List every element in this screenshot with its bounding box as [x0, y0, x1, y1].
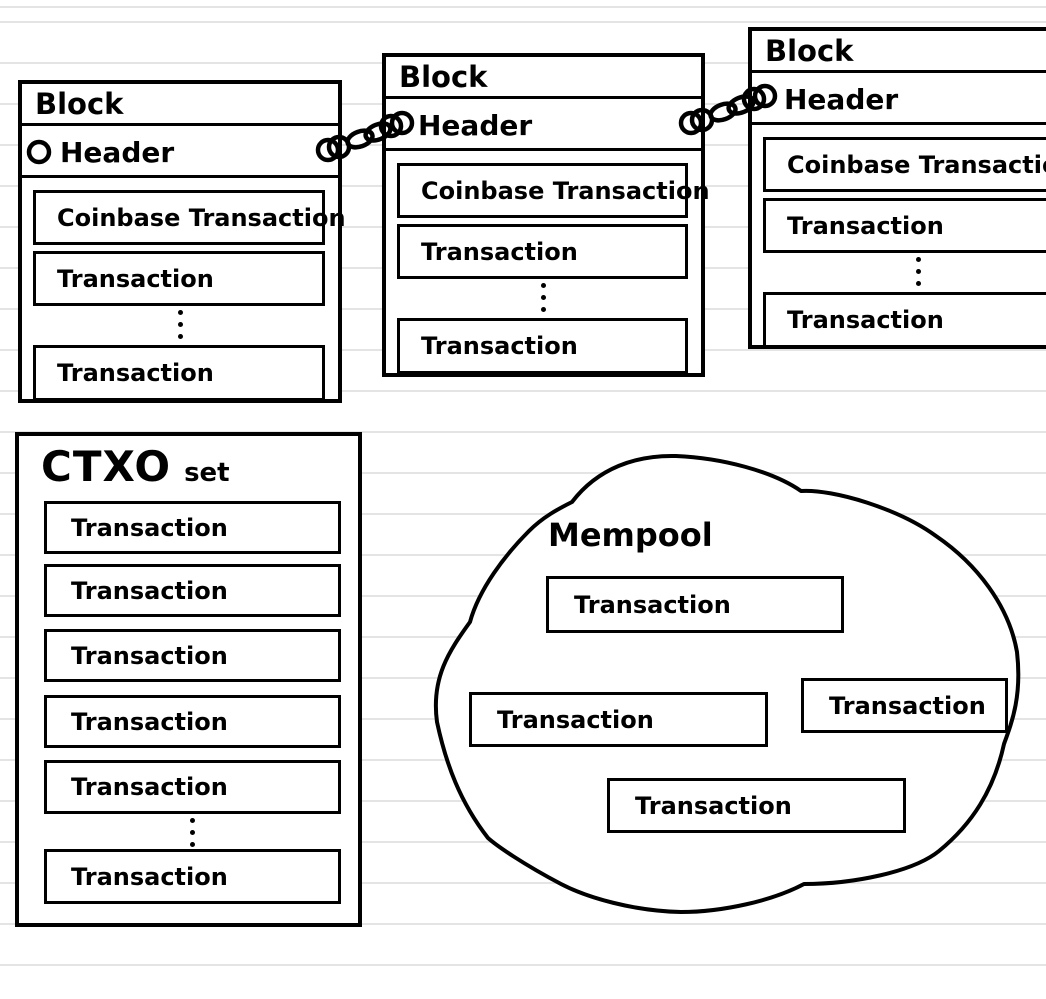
transaction-box: Transaction [397, 318, 688, 374]
transaction-box: Transaction [763, 198, 1046, 253]
coinbase-transaction-box: Coinbase Transaction [397, 163, 710, 218]
vertical-ellipsis-icon [44, 818, 341, 847]
transaction-box: Transaction [33, 345, 325, 401]
ctxo-set-title-suffix: set [184, 458, 230, 488]
vertical-ellipsis-icon [386, 283, 701, 312]
block-2: Block Header Coinbase Transaction Transa… [382, 53, 710, 377]
transaction-box: Transaction [44, 501, 341, 554]
ctxo-set-title: CTXO set [41, 442, 230, 491]
transaction-box: Transaction [44, 849, 341, 904]
transaction-box: Transaction [44, 629, 341, 682]
block-1: Block Header Coinbase Transaction Transa… [18, 80, 346, 403]
transaction-box: Transaction [397, 224, 688, 279]
vertical-ellipsis-icon [22, 310, 338, 339]
block-header: Header [386, 102, 701, 151]
block-title: Block [386, 57, 701, 99]
block-header: Header [752, 76, 1046, 125]
mempool-transaction-box: Transaction [469, 692, 768, 747]
block-3: Block Header Coinbase Transaction Transa… [748, 27, 1046, 349]
mempool-transaction-box: Transaction [801, 678, 1008, 733]
transaction-box: Transaction [44, 564, 341, 617]
ctxo-set-title-main: CTXO [41, 442, 172, 491]
transaction-box: Transaction [44, 695, 341, 748]
transaction-box: Transaction [763, 292, 1046, 348]
mempool-transaction-box: Transaction [546, 576, 844, 633]
coinbase-transaction-box: Coinbase Transaction [33, 190, 346, 245]
block-title: Block [752, 31, 1046, 73]
block-header: Header [22, 129, 338, 178]
block-title: Block [22, 84, 338, 126]
vertical-ellipsis-icon [752, 257, 1046, 286]
coinbase-transaction-box: Coinbase Transaction [763, 137, 1046, 192]
mempool-transaction-box: Transaction [607, 778, 906, 833]
mempool-title: Mempool [548, 516, 713, 554]
transaction-box: Transaction [44, 760, 341, 814]
transaction-box: Transaction [33, 251, 325, 306]
ctxo-set-panel: CTXO set Transaction Transaction Transac… [15, 432, 362, 927]
